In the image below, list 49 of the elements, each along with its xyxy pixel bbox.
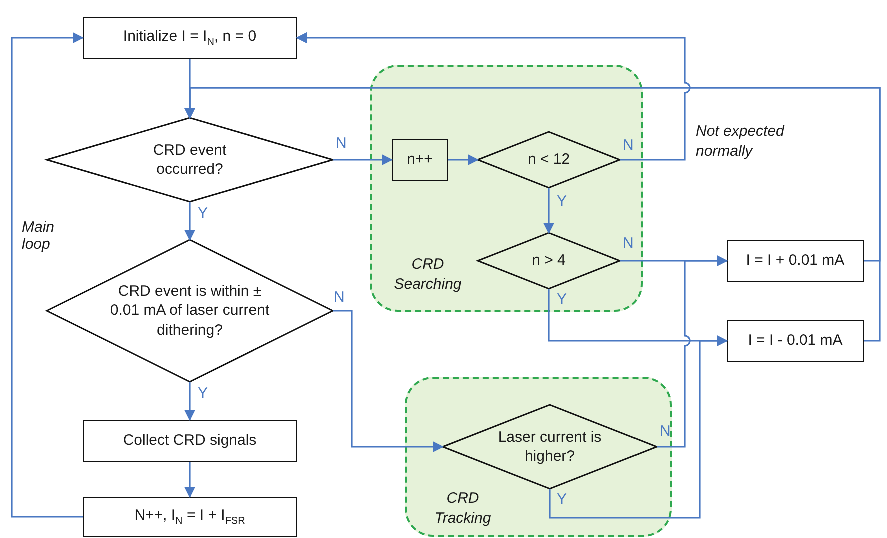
decision-text: n < 12 [528, 150, 570, 170]
group-title: CRD Tracking [434, 489, 492, 528]
arrow [333, 310, 444, 453]
process-box [392, 139, 448, 181]
arrow [448, 154, 480, 166]
arrow [184, 382, 196, 422]
decision-text: CRD event is within ± 0.01 mA of laser current dithering? [110, 282, 270, 340]
edge-label: N [623, 236, 634, 252]
arrow [543, 188, 555, 234]
arrow [11, 32, 84, 518]
decision-text: n > 4 [532, 251, 566, 271]
process-box [83, 420, 297, 462]
group-title: CRD Searching [393, 255, 463, 294]
decision-diamond [47, 118, 333, 202]
arrow [184, 202, 196, 242]
process-box [83, 497, 297, 537]
edge-label: Main loop [22, 220, 56, 253]
decision-diamond [478, 132, 620, 188]
arrow [296, 32, 691, 161]
arrow [549, 335, 728, 519]
edge-label: Y [557, 194, 568, 210]
decision-diamond [443, 405, 657, 489]
arrow [333, 154, 394, 166]
decision-text: CRD event occurred? [152, 140, 228, 180]
process-box [727, 320, 864, 362]
decision-diamond [478, 233, 620, 289]
step-text: n++ [407, 150, 433, 170]
group-region [405, 377, 672, 537]
step-text: Collect CRD signals [123, 431, 257, 451]
step-text: Initialize I = I$_{N}$, n = 0 [123, 27, 257, 49]
step-text: N++, I$_{N}$ = I + I$_{FSR}$ [134, 506, 246, 528]
group-region [370, 65, 643, 312]
arrow [184, 87, 881, 342]
edge-label: Y [557, 492, 568, 508]
edge-label: N [623, 138, 634, 154]
step-text: I = I - 0.01 mA [748, 331, 843, 351]
step-text: I = I + 0.01 mA [746, 251, 845, 271]
arrow [184, 462, 196, 498]
process-box [727, 240, 864, 282]
edge-label: Y [198, 206, 208, 222]
edge-label: N [334, 290, 345, 306]
note-text: Not expected normally [696, 122, 786, 161]
edge-label: Y [198, 386, 208, 402]
edge-label: N [660, 424, 671, 440]
process-box [83, 17, 297, 59]
arrow [657, 255, 728, 448]
edge-label: Y [557, 292, 568, 308]
edge-label: N [336, 136, 347, 152]
decision-text: Laser current is higher? [497, 428, 603, 466]
